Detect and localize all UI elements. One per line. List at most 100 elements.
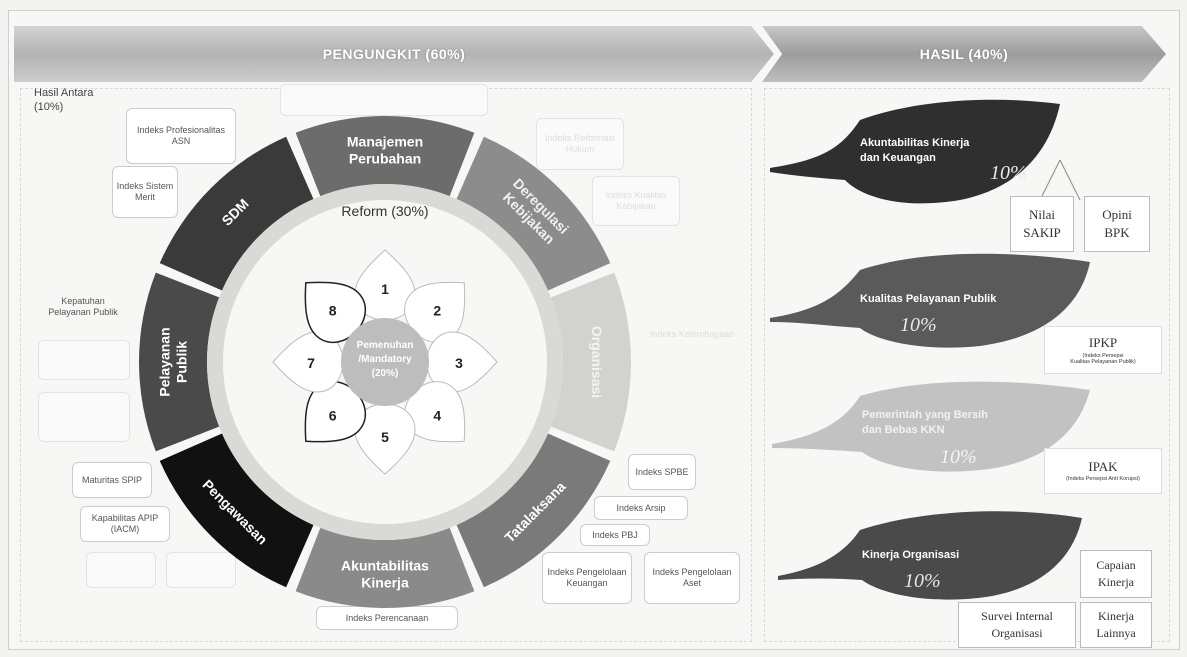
segment-label-line: Manajemen	[347, 134, 423, 150]
opini-bpk-line2: BPK	[1104, 225, 1130, 240]
indeks-profesionalitas-label: Indeks Profesionalitas ASN	[136, 125, 226, 146]
ipkp-sub-line2: Kualitas Pelayanan Publik)	[1070, 359, 1136, 366]
nilai-sakip-box: Nilai SAKIP	[1010, 196, 1074, 252]
indeks-arsip-label: Indeks Arsip	[616, 502, 666, 513]
petal-number: 8	[329, 303, 337, 319]
banner-pengungkit-label: PENGUNGKIT (60%)	[322, 46, 466, 62]
center-label-2: /Mandatory	[358, 354, 412, 365]
indeks-arsip-box: Indeks Arsip	[594, 496, 688, 520]
leaf1-title: Akuntabilitas Kinerja dan Keuangan	[860, 136, 969, 166]
segment-deregulasi-kebijakan	[456, 136, 611, 291]
leaf1-pct: 10%	[990, 162, 1027, 184]
survei-internal-box: Survei Internal Organisasi	[958, 602, 1076, 648]
leaf3-title-line1: Pemerintah yang Bersih	[862, 409, 988, 421]
kapabilitas-apip-label: Kapabilitas APIP (IACM)	[91, 513, 159, 534]
petal-number: 1	[381, 281, 389, 297]
kepatuhan-pelayanan-label: Kepatuhan Pelayanan Publik	[48, 296, 118, 317]
petal-number: 3	[455, 355, 463, 371]
indeks-reformasi-box: Indeks Reformasi Hukum	[536, 118, 624, 170]
reform-label: Reform (30%)	[341, 203, 428, 219]
opini-bpk-line1: Opini	[1102, 206, 1132, 222]
kapabilitas-apip-box: Kapabilitas APIP (IACM)	[80, 506, 170, 542]
kinerja-lainnya-line2: Lainnya	[1096, 626, 1136, 640]
hasil-antara-label: Hasil Antara (10%)	[34, 86, 93, 115]
capaian-kinerja-box: Capaian Kinerja	[1080, 550, 1152, 598]
wheel-segments	[139, 116, 632, 608]
indeks-kualitas-kebijakan-box: Indeks Kualitas Kebijakan	[592, 176, 680, 226]
capaian-kinerja-line1: Capaian	[1096, 558, 1136, 573]
segment-label-line: Perubahan	[349, 151, 421, 167]
faded-left-box-2	[38, 392, 130, 442]
segment-label-line: Publik	[174, 341, 190, 383]
segment-manajemen-perubahan	[295, 116, 475, 197]
kinerja-lainnya-box: Kinerja Lainnya	[1080, 602, 1152, 648]
ipkp-sub-line1: (Indeks Persepsi	[1082, 352, 1124, 359]
ipkp-title: IPKP	[1088, 335, 1118, 351]
indeks-spbe-label: Indeks SPBE	[635, 466, 689, 477]
segment-akuntabilitas-kinerja	[295, 527, 475, 608]
center-label-1: Pemenuhan	[357, 340, 414, 351]
indeks-pbj-box: Indeks PBJ	[580, 524, 650, 546]
ipak-title: IPAK	[1088, 459, 1118, 475]
nilai-sakip-line1: Nilai	[1029, 206, 1055, 222]
indeks-kelembagaan-label: Indeks Kelembagaan	[649, 328, 735, 339]
faded-left-box-1	[38, 340, 130, 380]
petal-number: 6	[329, 407, 337, 423]
petal-number: 2	[433, 303, 441, 319]
leaf1-title-line1: Akuntabilitas Kinerja	[860, 137, 970, 149]
segment-tatalaksana	[456, 433, 611, 588]
center-label-3: (20%)	[372, 368, 399, 379]
maturitas-spip-box: Maturitas SPIP	[72, 462, 152, 498]
indeks-kelembagaan-box: Indeks Kelembagaan	[640, 312, 744, 356]
indeks-profesionalitas-box: Indeks Profesionalitas ASN	[126, 108, 236, 164]
hasil-antara-title: Hasil Antara	[34, 87, 94, 99]
indeks-pengelolaan-keuangan-box: Indeks Pengelolaan Keuangan	[542, 552, 632, 604]
segment-label-line: Pelayanan	[157, 327, 173, 396]
segment-sdm	[159, 136, 314, 291]
leaf1-title-line2: dan Keuangan	[860, 151, 936, 164]
petal-number: 5	[381, 429, 389, 445]
indeks-pbj-label: Indeks PBJ	[592, 529, 638, 540]
indeks-reformasi-label: Indeks Reformasi Hukum	[544, 133, 616, 154]
faded-top-box	[280, 84, 488, 116]
faded-left-box-3	[86, 552, 156, 588]
nilai-sakip-line2: SAKIP	[1023, 225, 1061, 240]
segment-label-line: Akuntabilitas	[341, 558, 429, 574]
leaf3-title: Pemerintah yang Bersih dan Bebas KKN	[862, 408, 988, 438]
leaf3-title-line2: dan Bebas KKN	[862, 423, 945, 436]
faded-left-box-4	[166, 552, 236, 588]
segment-organisasi	[550, 272, 632, 452]
leaf2-title-line1: Kualitas Pelayanan Publik	[860, 293, 997, 305]
banner-pengungkit: PENGUNGKIT (60%)	[14, 26, 774, 82]
leaf2-pct: 10%	[900, 314, 937, 336]
leaf3-pct: 10%	[940, 446, 977, 468]
survei-internal-line2: Organisasi	[991, 626, 1043, 640]
segment-label-line: Kinerja	[361, 575, 409, 591]
segment-pelayanan-publik	[139, 272, 220, 452]
hasil-antara-pct: (10%)	[34, 101, 64, 114]
kepatuhan-pelayanan-box: Kepatuhan Pelayanan Publik	[40, 282, 126, 332]
survei-internal-line1: Survei Internal	[981, 609, 1053, 624]
indeks-sistem-merit-label: Indeks Sistem Merit	[116, 181, 174, 202]
petal-number: 4	[433, 407, 441, 423]
indeks-sistem-merit-box: Indeks Sistem Merit	[112, 166, 178, 218]
kinerja-lainnya-line1: Kinerja	[1098, 609, 1134, 624]
indeks-perencanaan-label: Indeks Perencanaan	[345, 612, 429, 623]
petals: 1 2 3 4 5 6 7 8	[272, 249, 498, 475]
segment-label-line: Organisasi	[589, 326, 605, 398]
banner-hasil-label: HASIL (40%)	[919, 46, 1009, 62]
petal-number: 7	[307, 355, 315, 371]
indeks-kualitas-kebijakan-label: Indeks Kualitas Kebijakan	[605, 190, 667, 211]
segment-pengawasan	[159, 433, 314, 588]
leaf4-pct: 10%	[904, 570, 941, 592]
indeks-pengelolaan-aset-label: Indeks Pengelolaan Aset	[652, 567, 732, 588]
ipkp-box: IPKP (Indeks Persepsi Kualitas Pelayanan…	[1044, 326, 1162, 374]
indeks-spbe-box: Indeks SPBE	[628, 454, 696, 490]
indeks-pengelolaan-keuangan-label: Indeks Pengelolaan Keuangan	[547, 567, 627, 588]
segment-label-organisasi: Organisasi	[589, 326, 605, 398]
opini-bpk-box: Opini BPK	[1084, 196, 1150, 252]
ipak-sub: (Indeks Persepsi Anti Korupsi)	[1066, 476, 1140, 483]
